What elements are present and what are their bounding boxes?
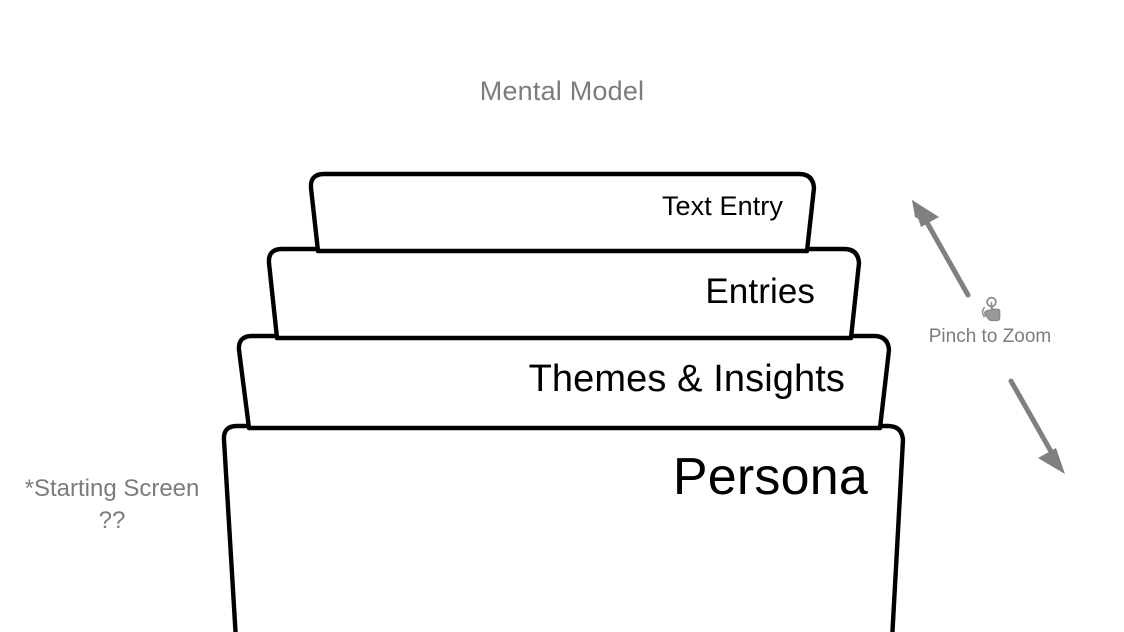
pinch-to-zoom-annotation: Pinch to Zoom — [900, 296, 1080, 348]
card-label-themes-insights: Themes & Insights — [528, 358, 845, 400]
card-shape-entries[interactable] — [266, 246, 862, 341]
pinch-to-zoom-label: Pinch to Zoom — [928, 326, 1052, 347]
card-label-entries: Entries — [705, 272, 815, 311]
arrow-up-left-icon — [912, 200, 971, 298]
card-label-text-entry: Text Entry — [661, 191, 783, 221]
starting-screen-line1: *Starting Screen — [24, 475, 200, 502]
pinch-hand-icon — [981, 296, 1001, 322]
card-shape-themes[interactable] — [236, 333, 892, 431]
starting-screen-line2: ?? — [98, 506, 126, 534]
page-title: Mental Model — [479, 76, 645, 106]
card-label-persona: Persona — [672, 448, 868, 506]
arrow-down-right-icon — [1008, 378, 1065, 474]
card-shape-text-entry[interactable] — [308, 171, 817, 254]
starting-screen-annotation: *Starting Screen ?? — [0, 473, 224, 536]
